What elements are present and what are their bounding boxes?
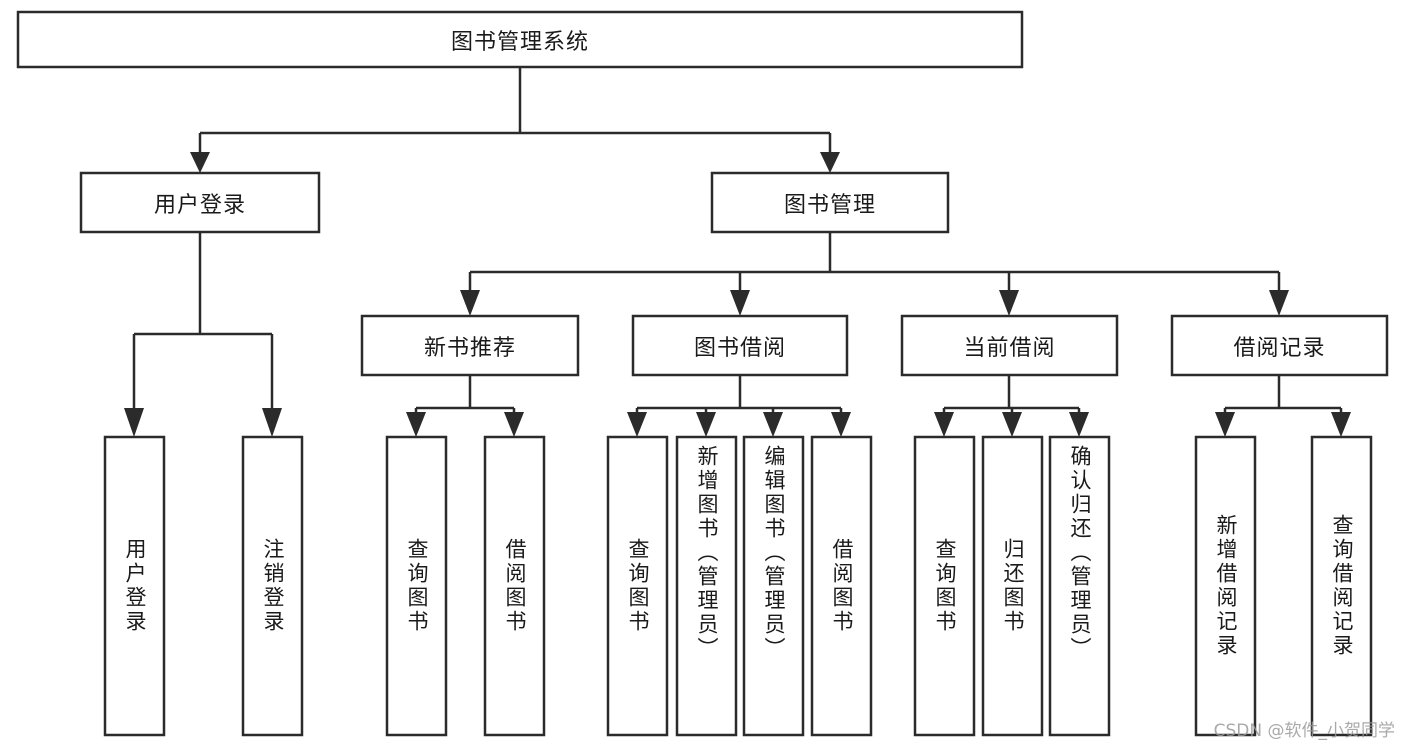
- leaf-box-current-borrow-1[interactable]: [981, 435, 1044, 737]
- arrowhead-user-login-0: [124, 408, 144, 437]
- leaf-box-book-borrow-2[interactable]: [742, 435, 805, 737]
- leaf-box-borrow-record-1[interactable]: [1310, 435, 1373, 737]
- arrowhead-borrow-record-1: [1331, 412, 1351, 437]
- leaf-box-new-book-0[interactable]: [385, 435, 448, 737]
- arrowhead-current-borrow-1: [1002, 412, 1022, 437]
- arrowhead-new-book-0: [406, 412, 426, 437]
- node-new-book-recommend-box[interactable]: [360, 314, 580, 377]
- leaf-box-user-login-1[interactable]: [241, 435, 304, 737]
- arrowhead-borrow-record-0: [1215, 412, 1235, 437]
- arrowhead-current-borrow-2: [1069, 412, 1089, 437]
- leaf-box-book-borrow-1[interactable]: [675, 435, 738, 737]
- arrowhead-user-login-1: [262, 408, 282, 437]
- node-user-login-box[interactable]: [79, 171, 321, 234]
- node-book-manage-box[interactable]: [710, 171, 950, 234]
- node-borrow-record-box[interactable]: [1170, 314, 1389, 377]
- leaf-box-new-book-1[interactable]: [483, 435, 546, 737]
- arrowhead-book-borrow-0: [627, 412, 647, 437]
- node-current-borrow-box[interactable]: [900, 314, 1119, 377]
- arrowhead-root-to-user-login: [190, 152, 210, 173]
- leaf-box-user-login-0[interactable]: [103, 435, 166, 737]
- node-root-box[interactable]: [16, 10, 1024, 69]
- arrowhead-book-borrow-2: [763, 412, 783, 437]
- node-book-borrow-box[interactable]: [631, 314, 849, 377]
- arrowhead-current-borrow-0: [934, 412, 954, 437]
- leaf-box-book-borrow-0[interactable]: [606, 435, 669, 737]
- arrowhead-root-to-book-manage: [820, 152, 840, 173]
- leaf-box-current-borrow-2[interactable]: [1048, 435, 1111, 737]
- arrowhead-book-borrow-3: [831, 412, 851, 437]
- arrowhead-book-borrow-1: [696, 412, 716, 437]
- arrowhead-book-manage-3: [1269, 290, 1289, 316]
- arrowhead-book-manage-1: [730, 290, 750, 316]
- leaf-box-book-borrow-3[interactable]: [810, 435, 873, 737]
- arrowhead-new-book-1: [504, 412, 524, 437]
- arrowhead-book-manage-2: [999, 290, 1019, 316]
- arrowhead-book-manage-0: [460, 290, 480, 316]
- leaf-box-borrow-record-0[interactable]: [1194, 435, 1257, 737]
- leaf-box-current-borrow-0[interactable]: [913, 435, 976, 737]
